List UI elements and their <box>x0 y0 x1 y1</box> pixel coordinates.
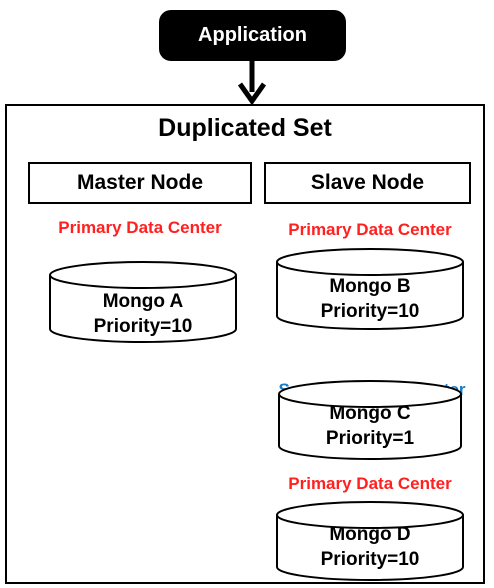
master-node-label: Master Node <box>76 171 204 194</box>
application-node: Application <box>159 10 346 61</box>
mongo-d-cylinder <box>276 501 464 581</box>
master-data-center-label: Primary Data Center <box>58 218 222 237</box>
mongo-b-cylinder <box>276 248 464 330</box>
mongo-c-priority: Priority=1 <box>325 428 415 449</box>
mongo-d-name: Mongo D <box>329 524 411 545</box>
duplicated-set-title: Duplicated Set <box>158 114 332 142</box>
duplicated-set-container <box>5 104 485 584</box>
slave-node-label: Slave Node <box>310 171 425 194</box>
application-arrow-head <box>237 82 267 106</box>
mongo-a-text: Mongo A Priority=10 <box>50 289 236 339</box>
slave-data-center-label-1: Primary Data Center <box>288 220 452 239</box>
master-node-box: Master Node <box>28 162 252 204</box>
mongo-d-priority: Priority=10 <box>320 549 420 570</box>
mongo-a-cylinder <box>49 261 237 343</box>
mongo-d-text: Mongo D Priority=10 <box>277 522 463 572</box>
mongo-c-name: Mongo C <box>329 403 411 424</box>
slave-data-center-label-3: Primary Data Center <box>288 474 452 493</box>
mongo-b-name: Mongo B <box>329 276 411 297</box>
application-label: Application <box>198 24 307 46</box>
mongo-a-priority: Priority=10 <box>93 316 193 337</box>
mongo-c-cylinder <box>278 380 462 460</box>
mongo-a-name: Mongo A <box>102 291 184 312</box>
slave-node-box: Slave Node <box>264 162 471 204</box>
mongo-b-text: Mongo B Priority=10 <box>277 274 463 324</box>
mongo-c-text: Mongo C Priority=1 <box>279 401 461 451</box>
mongo-b-priority: Priority=10 <box>320 301 420 322</box>
